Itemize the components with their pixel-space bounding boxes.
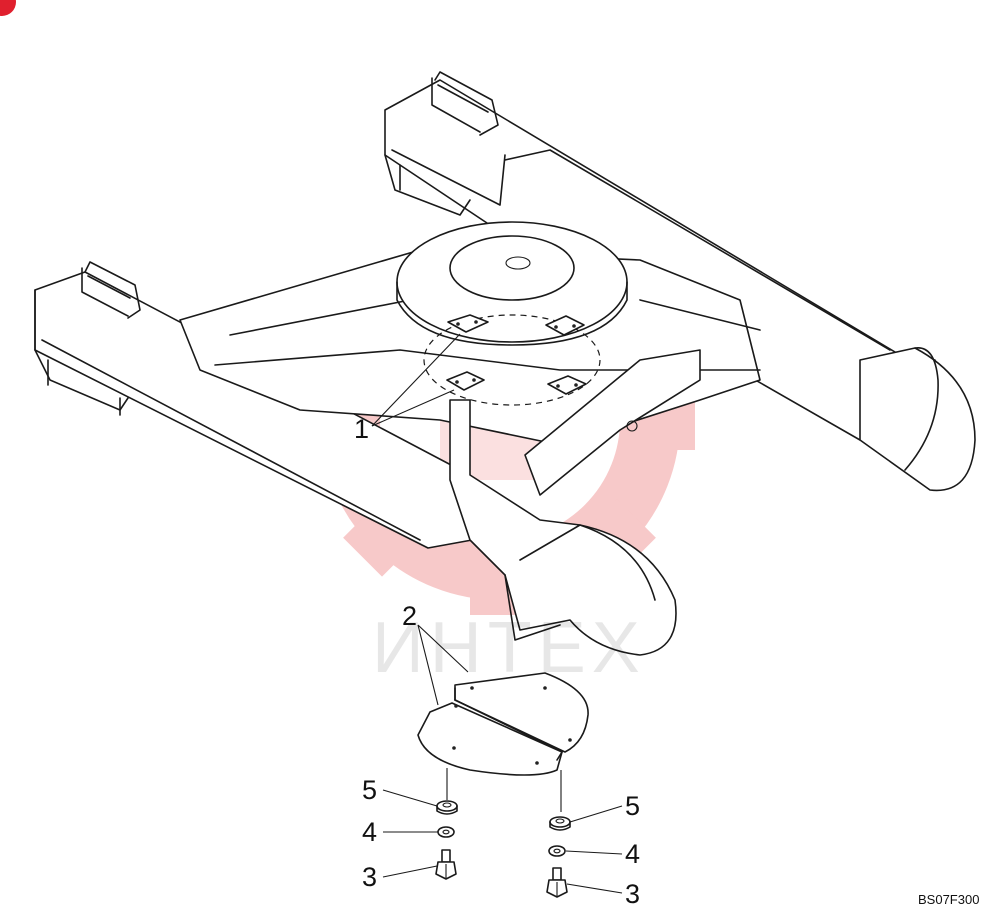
fastener-set-right [546, 816, 571, 898]
washer-icon [549, 816, 571, 831]
corner-logo-icon [0, 0, 16, 16]
callout-4-right: 4 [625, 839, 640, 869]
leader-lines-part-1 [371, 333, 461, 427]
callout-5-right: 5 [625, 791, 640, 821]
callout-3-left: 3 [362, 862, 377, 892]
bolt-icon [546, 867, 568, 898]
callout-1: 1 [354, 414, 369, 444]
drawing-code: BS07F300 [918, 892, 979, 907]
bolt-icon [435, 849, 457, 880]
callout-4-left: 4 [362, 817, 377, 847]
cover-plates [417, 672, 589, 776]
track-frame [34, 71, 976, 656]
callout-3-right: 3 [625, 879, 640, 909]
lock-washer-icon [437, 826, 455, 838]
callout-2: 2 [402, 601, 417, 631]
washer-icon [436, 800, 458, 815]
fastener-set-left [435, 800, 458, 880]
callout-5-left: 5 [362, 775, 377, 805]
lock-washer-icon [548, 845, 566, 857]
watermark-text: ИНТЕХ [372, 608, 646, 688]
fastener-center-lines [446, 768, 562, 812]
leader-lines-part-2 [417, 624, 469, 706]
fastener-leader-lines [382, 789, 623, 894]
